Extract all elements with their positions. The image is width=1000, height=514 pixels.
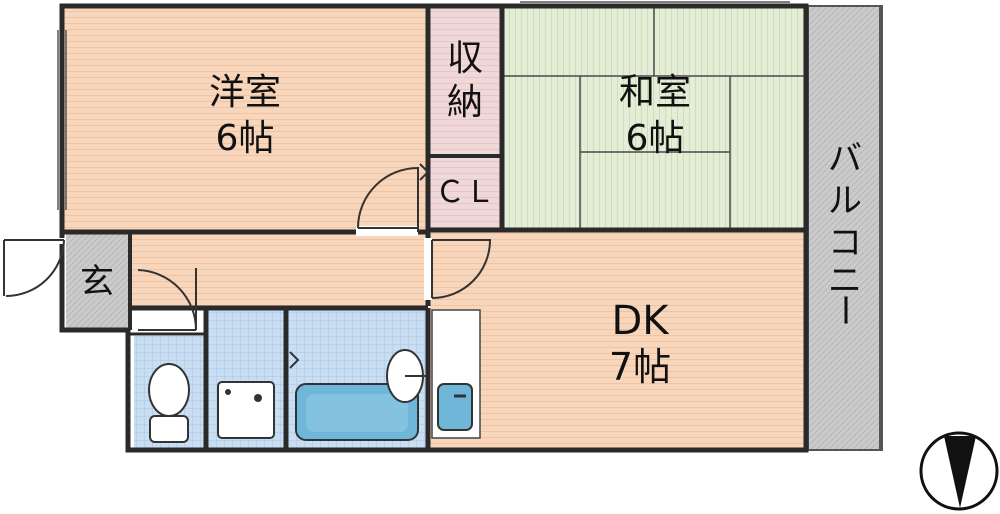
- kitchen-sink-icon: [437, 383, 473, 431]
- entrance-label: 玄: [80, 262, 114, 302]
- balcony-area: [807, 5, 883, 451]
- washbasin-icon: [386, 349, 426, 403]
- balcony-char-4: ニ: [828, 261, 862, 301]
- storage-label-bottom: 納: [447, 82, 483, 123]
- western-room-name: 洋室: [209, 72, 281, 113]
- balcony-char-3: コ: [828, 223, 862, 263]
- bathtub-icon: [295, 383, 419, 441]
- balcony-label: バ ル コ ニ ー: [824, 139, 864, 327]
- balcony-char-5: ー: [824, 293, 864, 327]
- doors: [3, 163, 492, 369]
- western-room: [64, 8, 426, 230]
- dk-room-size: 7帖: [609, 345, 671, 389]
- storage-room: [430, 8, 500, 154]
- closet-room: [430, 158, 500, 228]
- north-arrow-icon: [919, 431, 999, 511]
- storage-label-top: 収: [447, 38, 483, 79]
- hallway: [130, 234, 426, 306]
- dk-room: [430, 232, 804, 448]
- washing-machine-pan-icon: [217, 381, 275, 439]
- western-room-size: 6帖: [216, 118, 275, 159]
- balcony-char-1: バ: [828, 139, 862, 179]
- window-marks: [57, 1, 790, 210]
- tatami-mat-lines: [504, 8, 804, 228]
- closet-label: ＣＬ: [435, 175, 495, 210]
- walls: [59, 3, 809, 453]
- dk-room-name: DK: [611, 298, 670, 344]
- entrance-area: [66, 234, 128, 330]
- japanese-room-size: 6帖: [626, 118, 685, 159]
- toilet-icon: [148, 363, 190, 443]
- japanese-room-name: 和室: [619, 72, 691, 113]
- balcony-char-2: ル: [828, 181, 862, 221]
